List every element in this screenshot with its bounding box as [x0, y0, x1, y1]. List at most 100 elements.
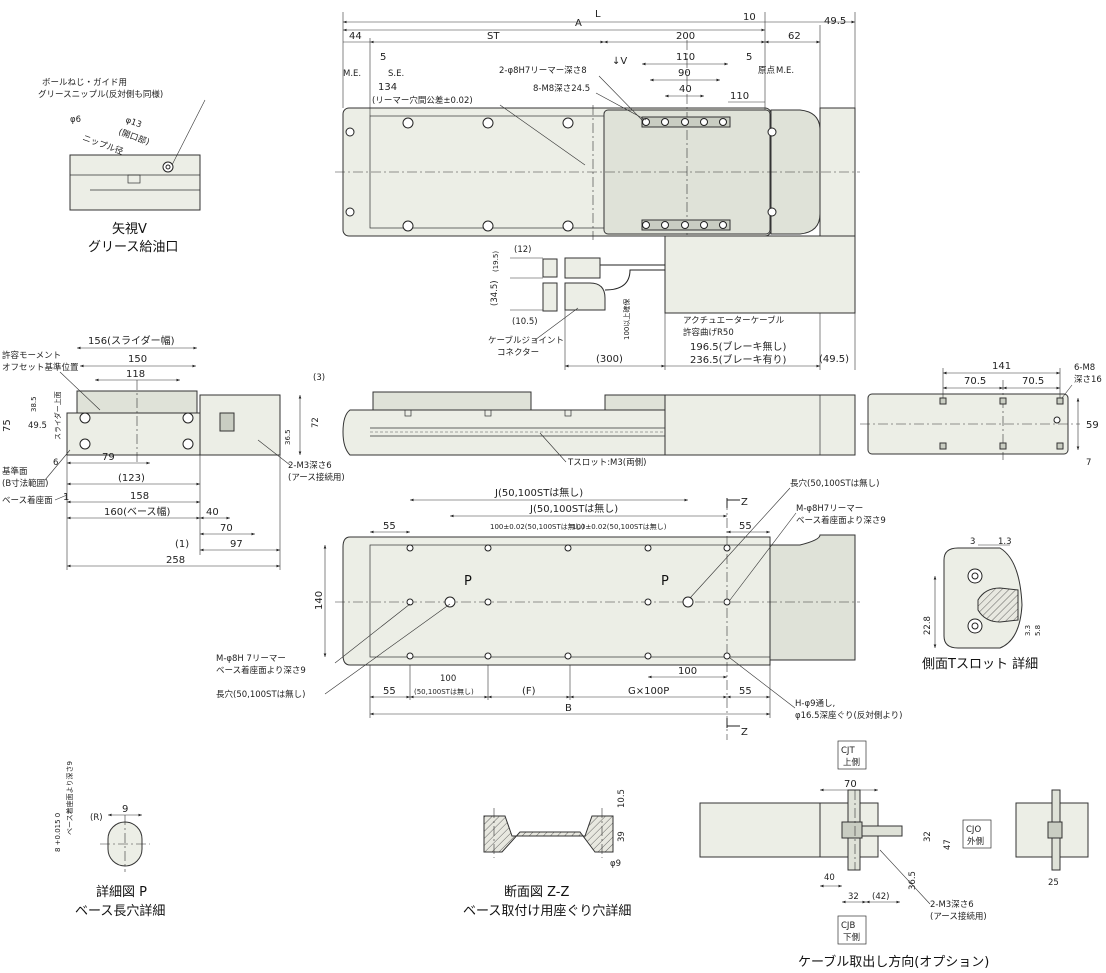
dim-j-2: J(50,100STは無し): [529, 502, 618, 515]
slot-note-bottom: 長穴(50,100STは無し): [216, 689, 305, 700]
dim-79: 79: [102, 452, 115, 463]
tslot-dim-22-8: 22.8: [923, 616, 933, 635]
tslot-dim-5-8: 5.8: [1034, 625, 1042, 636]
dim-100-right: 100: [678, 666, 697, 677]
dim-236-5: 236.5(ブレーキ有り): [690, 353, 787, 366]
grease-note-2: グリースニップル(反対側も同様): [38, 89, 163, 100]
zz-caption: 断面図 Z-Z: [504, 885, 570, 900]
side-motor: [664, 394, 856, 456]
detail-p-radius: (R): [90, 813, 103, 823]
me-right-label: M.E.: [776, 66, 794, 76]
ref-surface-label: 基準面: [2, 466, 28, 477]
section-zz: 10.5 39 φ9 断面図 Z-Z ベース取付け用座ぐり穴詳細: [463, 789, 631, 919]
dim-f: (F): [522, 686, 536, 697]
reamer-holes-note: 2-φ8H7リーマー深さ8: [499, 66, 587, 76]
dim-44: 44: [349, 31, 362, 42]
dim-19-5: (19.5): [492, 251, 500, 272]
cjb-sub: 下側: [843, 932, 860, 943]
moment-label-2: オフセット基準位置: [2, 362, 79, 373]
opening-label: (開口部): [117, 126, 151, 147]
dim-55-top-right: 55: [739, 521, 752, 532]
dim-100-tol-b: 100±0.02(50,100STは無し): [572, 522, 667, 531]
dim-75: 75: [2, 419, 13, 432]
dim-160: 160(ベース幅): [104, 505, 170, 518]
detail-p: 9 (R) 8 +0.015 0 ベース着座面より深さ9 詳細図 P ベース長穴…: [54, 761, 165, 919]
zz-dim-39: 39: [617, 831, 627, 842]
dim-123: (123): [118, 473, 145, 484]
actuator-cable-label: アクチュエーターケーブル: [683, 315, 785, 326]
dim-A: A: [575, 18, 582, 29]
dim-5-right: 5: [746, 52, 752, 63]
phi6-label: φ6: [70, 115, 81, 125]
m3-earth-label-2: (アース接続用): [288, 472, 345, 483]
base-seat-label: ベース着座面: [2, 495, 53, 506]
grease-port-caption: グリース給油口: [88, 240, 178, 255]
cjd-dim-32-v: 32: [923, 831, 933, 842]
side-view: Tスロット:M3(両側): [342, 391, 856, 468]
cjd-dim-70: 70: [844, 779, 857, 790]
cable-dir-body: [699, 802, 821, 858]
zz-dim-10-5: 10.5: [617, 789, 627, 808]
reamer-tolerance-note: (リーマー穴間公差±0.02): [372, 95, 473, 106]
m8-depth-label: 深さ16: [1074, 375, 1102, 385]
tslot-dim-3-3: 3.3: [1024, 625, 1032, 636]
section-z-top: Z: [741, 497, 748, 508]
section-z-bottom: Z: [741, 727, 748, 738]
me-left-label: M.E.: [343, 69, 361, 79]
cjt-sub: 上側: [843, 757, 860, 768]
side-slider-left: [372, 391, 532, 411]
reamer-note-right-2: ベース着座面より深さ9: [796, 515, 886, 526]
dim-150: 150: [128, 354, 147, 365]
dim-200: 200: [676, 31, 695, 42]
cjd-dim-25: 25: [1048, 878, 1059, 888]
cjd-m3-label-1: 2-M3深さ6: [930, 900, 974, 910]
end-view-left: 156(スライダー幅) 150 118 許容モーメント オフセット基準位置 (3…: [2, 334, 345, 570]
reamer-note-right-1: M-φ8H7リーマー: [796, 504, 863, 514]
view-v-arrow: ↓V: [612, 56, 627, 67]
dim-258: 258: [166, 555, 185, 566]
right-end-holes: [939, 397, 1064, 450]
dim-36-5-end: 36.5: [284, 429, 292, 445]
cable-direction: CJT 上側 CJO 外側 CJB 下側 70 32 47 40 32 (42)…: [699, 740, 1089, 970]
bend-radius-label: 許容曲げR50: [683, 327, 734, 338]
dim-59: 59: [1086, 420, 1099, 431]
m3-earth-label-1: 2-M3深さ6: [288, 461, 332, 471]
cable-direction-caption: ケーブル取出し方向(オプション): [798, 954, 989, 970]
zz-phi9: φ9: [610, 859, 621, 869]
through-hole-note-2: φ16.5深座ぐり(反対側より): [795, 710, 903, 721]
moment-label-1: 許容モーメント: [2, 350, 61, 361]
detail-p-marker-2: P: [661, 574, 669, 589]
cable-joint-label-2: コネクター: [497, 348, 539, 358]
bottom-motor: [769, 534, 856, 661]
detail-p-subcaption: ベース長穴詳細: [75, 903, 165, 919]
dim-70-end: 70: [220, 523, 233, 534]
cable-area: (12) (19.5) (34.5) (10.5) ケーブルジョイント コネクタ…: [488, 235, 856, 370]
dim-70-5-b: 70.5: [1022, 376, 1044, 387]
detail-p-dim-9: 9: [122, 804, 128, 815]
right-end-view: 141 70.5 70.5 6-M8 深さ16 59 7: [860, 361, 1102, 468]
dim-38-5: 38.5: [30, 396, 38, 412]
bottom-view: J(50,100STは無し) J(50,100STは無し) Z Z 55 55 …: [216, 478, 903, 740]
dim-g-pitch: G×100P: [628, 686, 669, 697]
dim-62: 62: [788, 31, 801, 42]
dim-55-top-left: 55: [383, 521, 396, 532]
dim-90: 90: [678, 68, 691, 79]
end-motor-block: [199, 394, 281, 456]
dim-140: 140: [314, 591, 325, 610]
dim-97: 97: [230, 539, 243, 550]
dim-55-bottom-right: 55: [739, 686, 752, 697]
dim-118: 118: [126, 369, 145, 380]
reamer-note-left-1: M-φ8H 7リーマー: [216, 654, 286, 664]
dim-10-5-cable: (10.5): [512, 317, 538, 327]
dim-158: 158: [130, 491, 149, 502]
detail-p-tolerance: 8 +0.015 0: [54, 813, 62, 852]
dim-12: (12): [514, 245, 531, 255]
cjo-sub: 外側: [967, 836, 984, 847]
cjd-dim-47: 47: [943, 839, 953, 850]
zz-subcaption: ベース取付け用座ぐり穴詳細: [463, 903, 631, 919]
cjd-dim-40: 40: [824, 873, 835, 883]
cjb-label: CJB: [841, 921, 855, 931]
dim-70-5-a: 70.5: [964, 376, 986, 387]
slot-note-top: 長穴(50,100STは無し): [790, 478, 879, 489]
dim-7: 7: [1086, 458, 1091, 468]
